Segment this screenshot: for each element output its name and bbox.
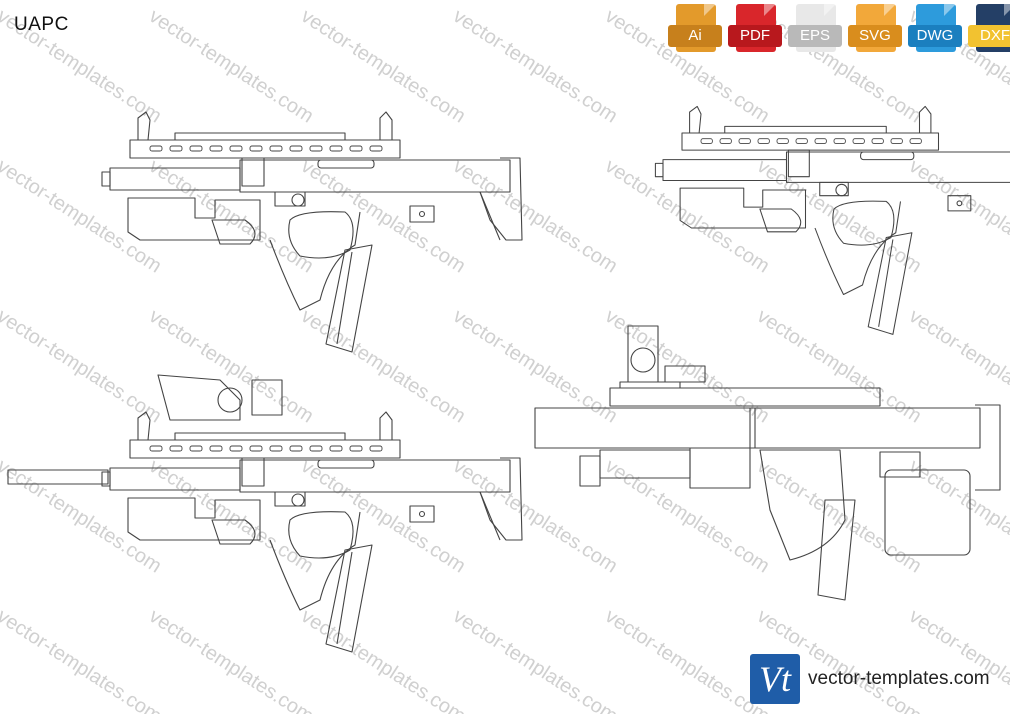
file-fold <box>824 4 836 16</box>
format-label: EPS <box>788 25 842 47</box>
file-fold <box>1004 4 1010 16</box>
drawing-top-right <box>654 105 1010 335</box>
format-badges: Ai PDF EPS SVG DWG DXF <box>668 4 1010 54</box>
format-label: DXF <box>968 25 1010 47</box>
file-fold <box>704 4 716 16</box>
ai-file-icon[interactable]: Ai <box>668 4 722 54</box>
file-fold <box>944 4 956 16</box>
brand-block[interactable]: Vt vector-templates.com <box>750 654 990 704</box>
pdf-file-icon[interactable]: PDF <box>728 4 782 54</box>
drawing-top-left <box>101 111 523 353</box>
brand-name: vector-templates.com <box>808 668 990 689</box>
file-fold <box>884 4 896 16</box>
format-label: SVG <box>848 25 902 47</box>
file-fold <box>764 4 776 16</box>
dwg-file-icon[interactable]: DWG <box>908 4 962 54</box>
eps-file-icon[interactable]: EPS <box>788 4 842 54</box>
format-label: PDF <box>728 25 782 47</box>
format-label: DWG <box>908 25 962 47</box>
format-label: Ai <box>668 25 722 47</box>
svg-file-icon[interactable]: SVG <box>848 4 902 54</box>
page-title: UAPC <box>14 14 69 35</box>
drawing-bottom-left <box>101 411 523 653</box>
brand-logo-icon: Vt <box>750 654 800 704</box>
dxf-file-icon[interactable]: DXF <box>968 4 1010 54</box>
